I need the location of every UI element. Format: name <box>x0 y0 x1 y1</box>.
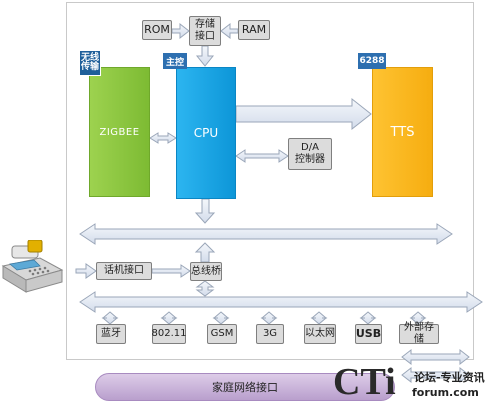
module-bluetooth-label: 蓝牙 <box>101 328 121 339</box>
tts-box: TTS <box>372 67 433 197</box>
wireless-tag: 无线 传输 <box>79 50 101 76</box>
da-controller-box: D/A 控制器 <box>288 138 332 170</box>
main-control-tag-label: 主控 <box>165 57 184 68</box>
zigbee-label: ZIGBEE <box>99 126 140 138</box>
phone-interface-box: 话机接口 <box>96 262 152 280</box>
module-3g-label: 3G <box>262 328 278 339</box>
ram-label: RAM <box>241 23 267 36</box>
watermark-logo: CTi <box>333 362 403 402</box>
watermark-line1-text: 论坛-专业资讯 <box>414 371 485 384</box>
rom-box: ROM <box>142 20 172 40</box>
home-network-interface-bar: 家庭网络接口 <box>95 373 395 401</box>
chip-6288-tag: 6288 <box>358 53 386 69</box>
chip-6288-tag-label: 6288 <box>359 56 385 66</box>
module-wifi-80211-box: 802.11 <box>151 324 187 344</box>
module-3g-box: 3G <box>256 324 284 344</box>
watermark-line1: 论坛-专业资讯 <box>414 369 498 384</box>
module-bluetooth-box: 蓝牙 <box>96 324 126 344</box>
storage-interface-box: 存储接口 <box>189 16 221 46</box>
module-wifi-80211-label: 802.11 <box>151 328 187 339</box>
module-ethernet-box: 以太网 <box>304 324 336 344</box>
cpu-label: CPU <box>193 126 219 140</box>
storage-interface-label: 存储接口 <box>195 19 215 42</box>
zigbee-box: ZIGBEE <box>89 67 150 197</box>
watermark-logo-text: CTi <box>333 361 396 403</box>
rom-label: ROM <box>144 23 170 36</box>
wireless-tag-label: 无线 传输 <box>80 53 99 72</box>
da-controller-label: D/A 控制器 <box>295 142 325 165</box>
watermark-line2: forum.com <box>412 386 496 400</box>
bus-bridge-label: 总线桥 <box>191 265 221 277</box>
telephone-icon <box>1 240 64 293</box>
bus-bridge-box: 总线桥 <box>190 262 222 281</box>
ram-box: RAM <box>238 20 270 40</box>
module-gsm-box: GSM <box>207 324 237 344</box>
tts-label: TTS <box>390 124 415 140</box>
module-gsm-label: GSM <box>210 328 234 339</box>
main-control-tag: 主控 <box>163 53 187 69</box>
home-network-interface-label: 家庭网络接口 <box>212 381 278 394</box>
module-external-storage-label: 外部存储 <box>404 322 434 345</box>
module-ethernet-label: 以太网 <box>305 328 335 339</box>
watermark-line2-text: forum.com <box>412 386 479 399</box>
cpu-box: CPU <box>176 67 236 199</box>
module-usb-box: USB <box>355 324 382 344</box>
module-usb-label: USB <box>355 327 382 340</box>
phone-interface-label: 话机接口 <box>104 265 144 276</box>
module-external-storage-box: 外部存储 <box>399 322 439 345</box>
